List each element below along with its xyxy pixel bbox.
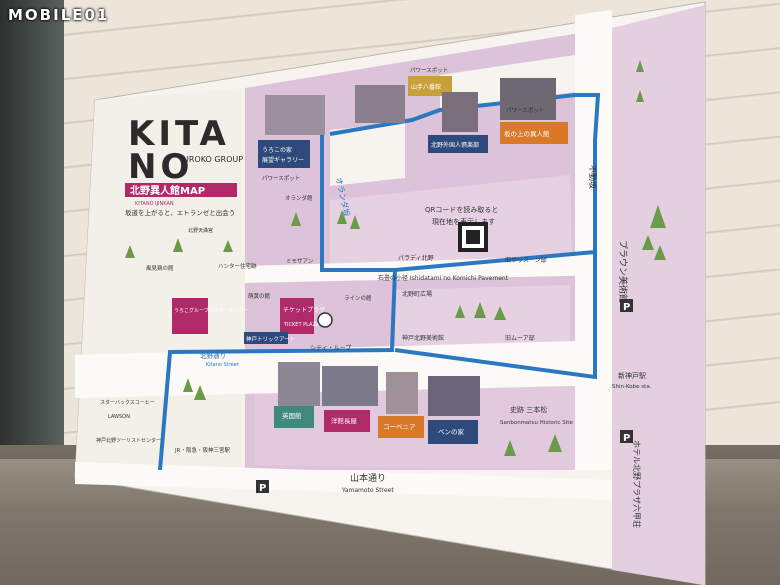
parking-icon <box>620 299 633 312</box>
observatory-label: 展望ギャラリー <box>262 156 304 164</box>
bens-house-illustration <box>428 376 480 416</box>
kouwaien-label: コーベニア <box>383 423 416 431</box>
sannomiya-label: JR・阪急・阪神三宮駅 <box>174 446 230 454</box>
tourist-info-label: 神戸北野ツーリストセンター <box>96 437 161 444</box>
prussian-museum-label: プラウン美術館 <box>617 240 629 303</box>
city-loop-label: シティ・ループ <box>310 345 351 352</box>
starbucks-label: スターバックスコーヒー <box>100 399 155 406</box>
kazamidori-label: 風見鶏の館 <box>146 264 174 272</box>
yamamoto-road <box>75 462 612 500</box>
english-house-illustration <box>278 362 320 406</box>
sanbonmatsu-en: Sanbonmatsu Historic Site <box>500 420 573 426</box>
yokan-label: 洋館長屋 <box>331 416 358 425</box>
hilltop-label-bg <box>500 122 568 144</box>
brand-group: UROKO GROUP <box>183 155 243 164</box>
qr-note-line2: 現在地を表示します <box>432 217 495 226</box>
oranda-label: オランダ館 <box>285 194 313 202</box>
yokan-illustration <box>322 366 378 406</box>
visitor-center-label: うろこグループビジターセンター <box>174 307 249 314</box>
block-qr <box>330 175 572 270</box>
walking-route-south <box>158 269 397 471</box>
foreign-club-label-bg <box>428 135 488 153</box>
shin-kobe-en: Shin-Kobe sta. <box>612 384 652 390</box>
ishidatami-road <box>245 255 612 283</box>
block <box>330 122 405 186</box>
tree-group <box>125 60 666 456</box>
hilltop-power-spot: パワースポット <box>506 107 544 114</box>
mia-label: ミモザアン <box>286 258 314 265</box>
dark-pillar <box>0 0 64 470</box>
qr-note-line1: QRコードを読み取ると <box>425 205 498 214</box>
trickart-label-bg <box>244 332 288 344</box>
ticket-plaza-en: TICKET PLAZA <box>283 322 320 328</box>
english-label: 英国館 <box>282 411 302 420</box>
bens-label: ベンの家 <box>438 427 465 436</box>
parking-label: P <box>623 433 630 444</box>
sanbonmatsu-label: 史跡 三本松 <box>510 405 547 414</box>
brand-tagline: 坂道を上がると、エトランゼと出会う <box>125 208 235 217</box>
bens-label-bg <box>428 420 478 444</box>
parking-label: P <box>259 483 266 494</box>
fudozaka-label: 不動坂 <box>588 165 598 189</box>
sassoon-label: 旧サッスーン邸 <box>505 256 547 264</box>
yamamoto-street-en: Yamamoto Street <box>341 487 394 494</box>
tenmangu-label: 北野天満宮 <box>188 227 213 234</box>
parking-icon <box>620 430 633 443</box>
kitano-street-en: Kitano Street <box>206 362 239 368</box>
yamate-label: 山手八番館 <box>411 83 441 91</box>
ticket-plaza-bg <box>280 298 314 334</box>
moore-label: 旧ムーア邸 <box>505 334 535 342</box>
hilltop-label: 坂の上の異人館 <box>504 129 550 138</box>
english-label-bg <box>274 406 314 428</box>
parking-icon <box>256 480 269 493</box>
walking-route-east <box>394 252 597 380</box>
foreign-club-label: 北野外国人倶楽部 <box>431 141 479 149</box>
moegi-label: 萌黄の館 <box>248 292 271 300</box>
visitor-center-bg <box>172 298 208 334</box>
kitano-street-label: 北野通り <box>200 351 226 360</box>
kouwaien-label-bg <box>378 416 424 438</box>
brand-map-title: 北野異人館MAP <box>130 184 205 197</box>
brand-title-1: KITA <box>128 114 230 154</box>
yamate-power-spot: パワースポット <box>410 67 448 74</box>
yamamoto-street-label: 山本通り <box>350 472 386 484</box>
brand-map-title-bg <box>125 183 237 197</box>
paradise-label: パラディ北野 <box>398 254 434 262</box>
yamate-illustration <box>355 85 405 123</box>
map-pink-east <box>612 5 705 585</box>
brand-title-2: NO <box>128 147 193 187</box>
kobe-kitano-museum-label: 神戸北野美術館 <box>402 334 444 342</box>
trickart-label: 神戸トリックアート <box>246 335 295 343</box>
brand-map-subtitle: KITANO IJINKAN <box>135 201 174 207</box>
hilltop-illustration <box>500 78 556 120</box>
uroko-house-illustration <box>265 95 325 135</box>
foreign-club-illustration <box>442 92 478 132</box>
uroko-label: うろこの家 <box>262 146 292 154</box>
ticket-plaza-label: チケットプラザ <box>283 307 325 314</box>
watermark-text: MOBILE01 <box>8 6 110 24</box>
hotel-label: ホテル北野プラザ六甲荘 <box>632 440 642 528</box>
kitano-park-label: 北野町広場 <box>402 290 432 298</box>
parking-label: P <box>623 302 630 313</box>
qr-code-core <box>466 230 480 244</box>
yokan-label-bg <box>324 410 370 432</box>
watermark: MOBILE01 <box>8 6 109 24</box>
walking-route-north <box>320 93 601 272</box>
rhine-label: ラインの館 <box>344 294 372 302</box>
kouwaien-illustration <box>386 372 418 414</box>
uroko-label-bg <box>258 140 310 168</box>
bus-stop-icon <box>317 312 333 328</box>
ishidatami-label: 石畳の小径 Ishidatami no Komichi Pavement <box>378 274 509 282</box>
lawson-label: LAWSON <box>108 414 130 420</box>
uroko-power-spot: パワースポット <box>262 175 300 182</box>
shin-kobe-label: 新神戸駅 <box>618 371 646 380</box>
hunter-label: ハンター住宅跡 <box>218 262 257 270</box>
yamate-label-bg <box>408 76 452 96</box>
